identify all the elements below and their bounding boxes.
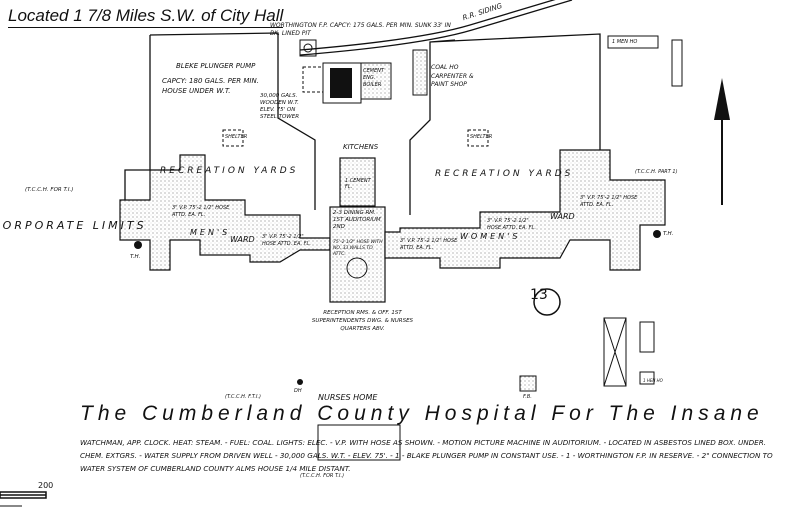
location-note: Located 1 7/8 Miles S.W. of City Hall (8, 6, 284, 28)
rec-yards-right-label: Recreation Yards (435, 169, 574, 179)
mens-label: Men's (190, 228, 231, 237)
men-house-label: 1 Men Ho (612, 39, 638, 45)
vp-left2-label: 3" V.P. 75'-2 1/2" Hose Attd. Ea. Fl. (262, 234, 311, 247)
boiler-label: Cement Eng. Boiler (363, 68, 384, 88)
left-recreation-yard (124, 32, 316, 210)
ward-left-label: Ward (230, 235, 255, 244)
tank-house-right-label: T.H. (663, 231, 674, 237)
tcch-left-label: (T.C.C.H. For T.I.) (25, 187, 74, 193)
auditorium-building (329, 206, 386, 303)
sheet-number: 13 (530, 287, 548, 303)
tcch-bottom-label: (T.C.C.H. For T.I.) (300, 473, 345, 479)
ward-right-label: Ward (550, 212, 575, 221)
nurses-home (317, 424, 401, 461)
womens-ward-building (384, 149, 666, 271)
rec-yards-left-label: Recreation Yards (160, 166, 299, 176)
shelter-left-label: Shelter (225, 134, 248, 140)
sheet-number-circle (533, 288, 561, 316)
vp-right2-label: 3" V.P. 75'-2 1/2" Hose Attd. Ea. Fl. (487, 218, 536, 231)
shelter-right-label: Shelter (470, 134, 493, 140)
scale-label: 200 (38, 481, 54, 490)
womens-label: Women's (460, 232, 521, 241)
vp-right1-label: 3" V.P. 75'-2 1/2" Hose Attd. Ea. Fl. (400, 238, 458, 251)
right-recreation-yard (409, 33, 601, 215)
water-tank-label: 30,000 Gals. Wooden W.T. Elev. 75' On St… (260, 93, 300, 120)
dh-label: DH (294, 388, 302, 394)
reception-label: Reception Rms. & Off. 1st Superintendent… (311, 310, 414, 332)
cement-floor-label: 1 Cement Fl. (345, 178, 371, 190)
hen-house-label: 1 Hen Ho (643, 378, 663, 383)
tcch-right-label: (T.C.C.H. Part 1) (635, 169, 678, 175)
kitchens-building (339, 157, 376, 207)
railroad-siding (299, 0, 556, 51)
carpenter-label: Carpenter & Paint Shop (431, 73, 474, 88)
bleke-pump-label: Bleke Plunger Pump (176, 62, 256, 70)
dining-auditorium-label: 2-3 Dining Rm. 1st Auditorium 2nd (333, 210, 381, 230)
map-notes: Watchman, App. Clock. Heat: Steam. - Fue… (80, 438, 773, 473)
nurses-home-label: Nurses Home (318, 393, 378, 402)
fb-label: F.B. (523, 394, 532, 400)
tcch-bottom-left-label: (T.C.C.H. F.T.I.) (225, 394, 261, 400)
tank-house-left-label: T.H. (130, 254, 141, 260)
coal-house-label: Coal Ho (431, 64, 459, 71)
center-hose-label: 75'-2 1/2" Hose With No. 33 Walls To Att… (333, 240, 383, 257)
bleke-house-label: House Under W.T. (162, 87, 231, 95)
corporate-limits-label: Corporate Limits (0, 219, 147, 232)
vp-left1-label: 3" V.P. 75'-2 1/2" Hose Attd. Ea. Fl. (172, 205, 230, 218)
map-title: The Cumberland County Hospital For The I… (80, 402, 764, 425)
bleke-capacity-label: Capcy: 180 Gals. Per Min. (162, 77, 259, 85)
kitchens-label: Kitchens (343, 143, 379, 151)
carpenter-shop (412, 49, 428, 96)
worthington-label: Worthington F.P. Capcy: 175 Gals. Per Mi… (270, 22, 451, 37)
vp-right3-label: 3" V.P. 75'-2 1/2" Hose Attd. Ea. Fl. (580, 195, 638, 208)
